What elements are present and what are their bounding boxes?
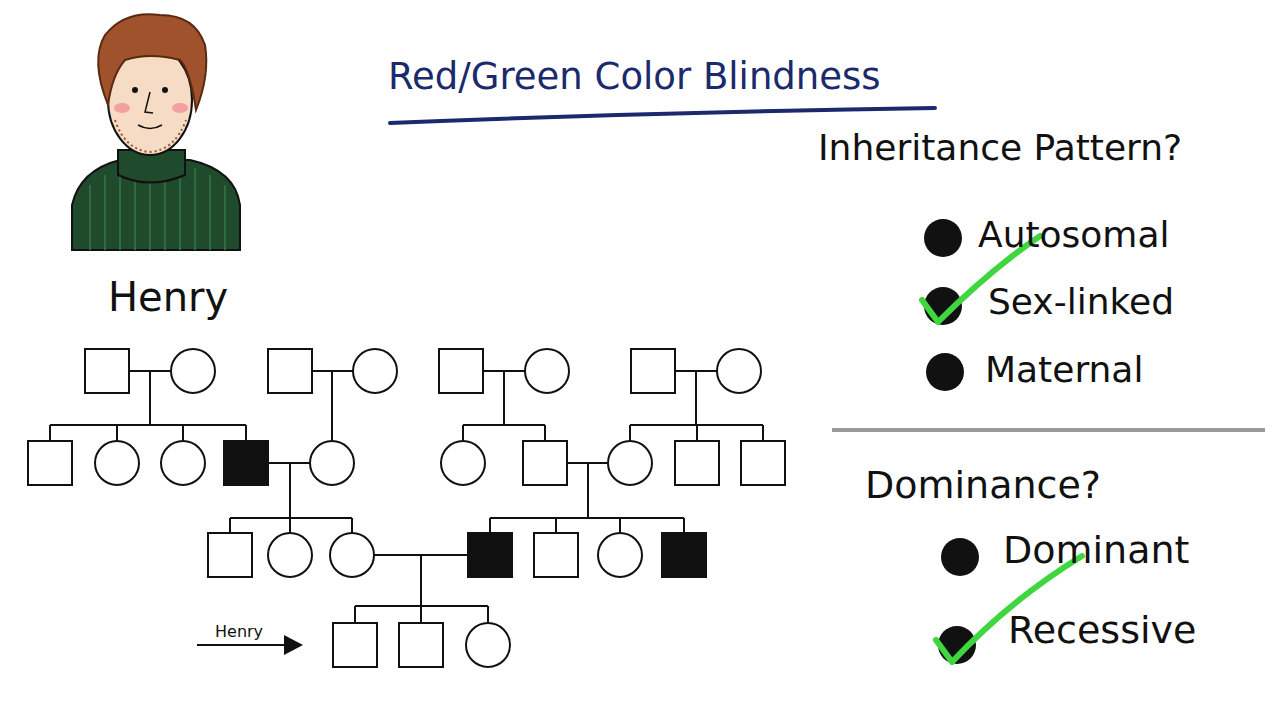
divider-line — [832, 428, 1265, 432]
question-heading: Inheritance Pattern? — [818, 130, 1182, 166]
diagram-title: Red/Green Color Blindness — [388, 58, 881, 95]
title-underline — [390, 108, 935, 123]
pointer-label: Henry — [215, 624, 263, 640]
option-text: Dominant — [1003, 531, 1189, 569]
option-text: Sex-linked — [988, 284, 1174, 320]
option-text: Autosomal — [978, 217, 1170, 253]
option-text: Recessive — [1008, 611, 1196, 649]
pedigree-chart — [28, 349, 785, 667]
question-heading: Dominance? — [865, 466, 1101, 504]
option-bullets — [924, 219, 979, 664]
henry-portrait — [72, 14, 240, 250]
option-text: Maternal — [985, 352, 1143, 388]
person-name: Henry — [108, 277, 228, 317]
